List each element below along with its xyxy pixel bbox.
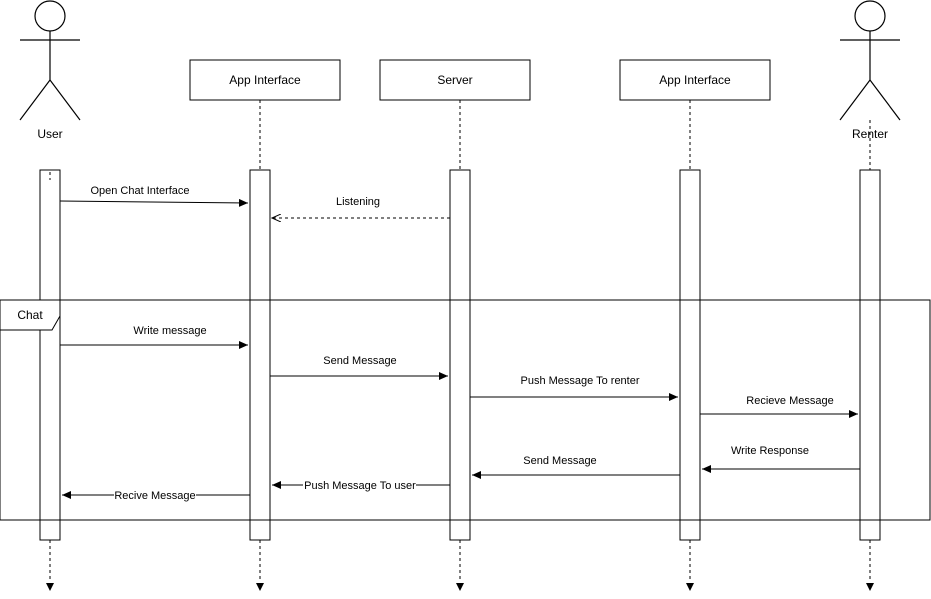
activation-server [449,169,471,541]
message-send-message-1: Send Message [270,355,448,380]
renter-head-shape [854,0,886,32]
message-label: Push Message To user [304,480,416,492]
chat-fragment: Chat [0,299,931,521]
participant-label: Server [437,73,472,87]
user-actor-label: User [37,127,62,141]
message-label: Push Message To renter [520,375,639,387]
activation-bars [39,169,881,541]
message-label: Recieve Message [746,395,833,407]
message-receive-message: Recieve Message [700,395,858,418]
participant-app-interface-left: App Interface [189,59,341,101]
activation-user [39,169,61,541]
message-label: Write Response [731,445,809,457]
user-head-shape [34,0,66,32]
message-listening: Listening [272,196,450,218]
participant-app-interface-right: App Interface [619,59,771,101]
message-label: Send Message [323,355,396,367]
message-push-to-renter: Push Message To renter [470,375,678,401]
message-label: Listening [336,196,380,208]
activation-renter [859,169,881,541]
activation-app-left [249,169,271,541]
lifeline-end-arrows [46,583,874,591]
renter-actor: Renter [839,0,901,141]
message-label: Open Chat Interface [90,185,189,197]
participant-label: App Interface [659,73,731,87]
message-send-message-2: Send Message [472,455,680,479]
message-label: Recive Message [114,490,195,502]
message-open-chat: Open Chat Interface [59,185,249,207]
participant-server: Server [379,59,531,101]
chat-fragment-label: Chat [17,308,43,322]
message-recive-message: Recive Message [62,488,250,502]
message-write-response: Write Response [702,445,860,473]
message-write-message: Write message [60,325,248,349]
lifelines [49,100,871,582]
activation-app-right [679,169,701,541]
message-label: Send Message [523,455,596,467]
user-actor: User [19,0,81,141]
message-label: Write message [133,325,206,337]
participant-label: App Interface [229,73,301,87]
message-push-to-user: Push Message To user [272,478,450,492]
